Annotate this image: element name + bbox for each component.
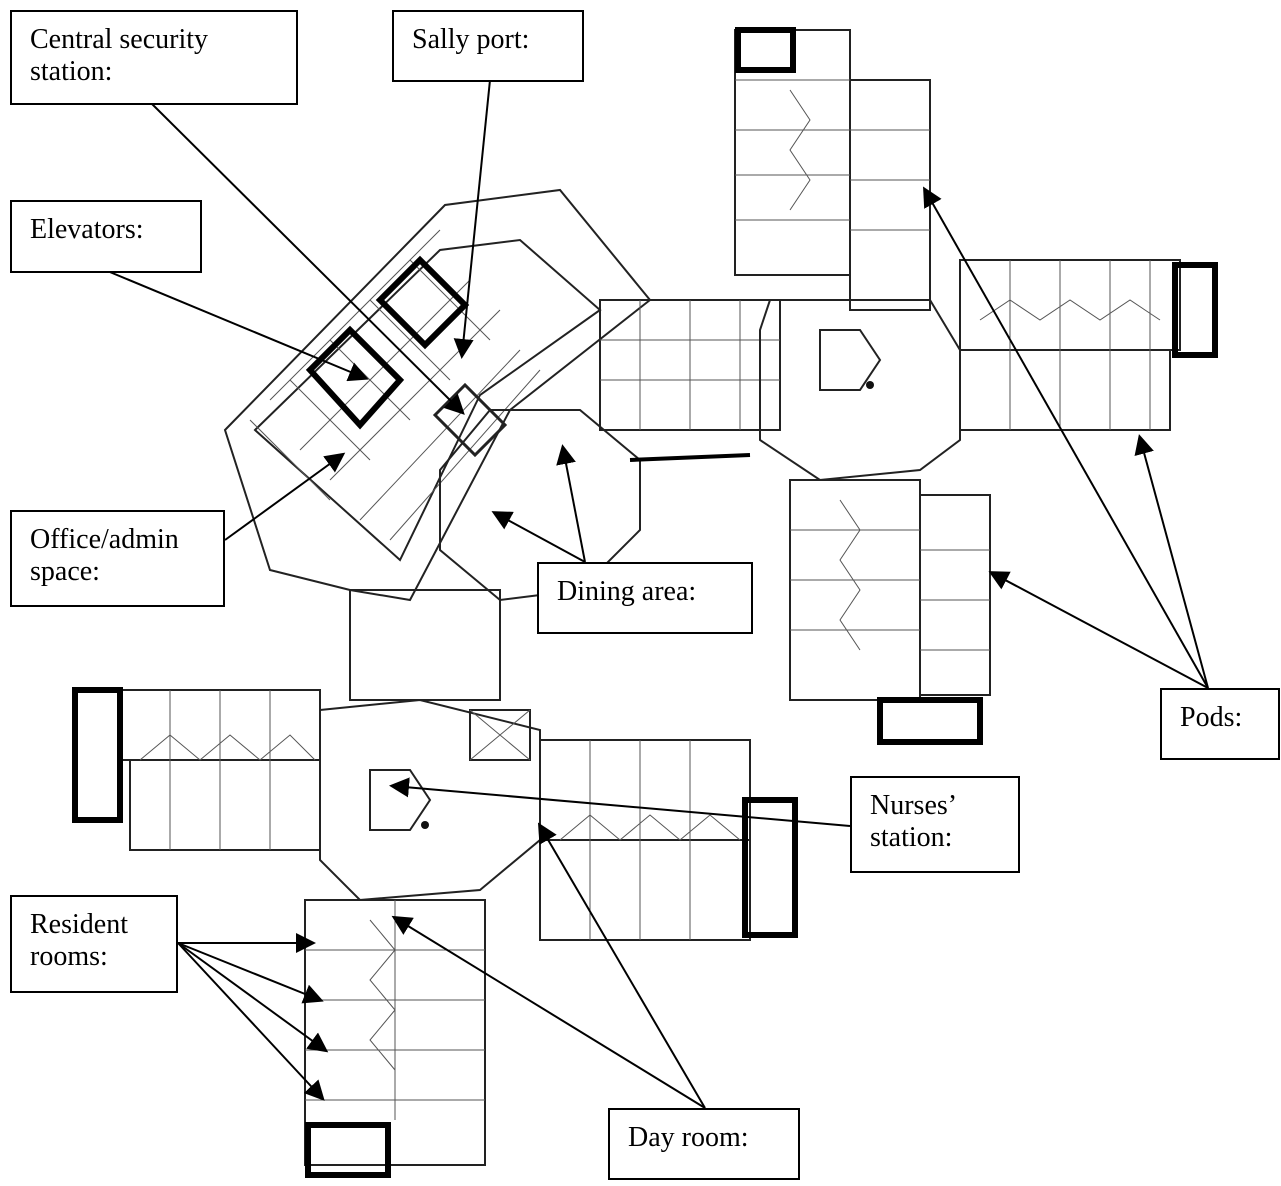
label-dining-area: Dining area: <box>537 562 753 634</box>
sally-port-block <box>375 255 470 350</box>
west-hub <box>319 589 541 902</box>
leader-lines <box>104 79 1209 1109</box>
east-hub <box>759 299 961 482</box>
east-pod <box>959 259 1218 431</box>
elevator-core <box>305 325 405 430</box>
west-pod <box>72 687 321 851</box>
label-central-security-station: Central security station: <box>10 10 298 105</box>
label-nurses-station: Nurses’ station: <box>850 776 1020 873</box>
south-pod <box>304 899 486 1178</box>
label-sally-port: Sally port: <box>392 10 584 82</box>
label-resident-rooms: Resident rooms: <box>10 895 178 993</box>
dining-hall <box>439 409 641 602</box>
label-day-room: Day room: <box>608 1108 800 1180</box>
north-pod <box>734 27 931 311</box>
label-pods: Pods: <box>1160 688 1280 760</box>
admin-wing <box>223 188 652 602</box>
east-connector <box>599 299 781 462</box>
label-elevators: Elevators: <box>10 200 202 273</box>
southeast-pod <box>789 479 991 745</box>
label-office-admin-space: Office/admin space: <box>10 510 225 607</box>
south-east-pod <box>539 739 798 941</box>
